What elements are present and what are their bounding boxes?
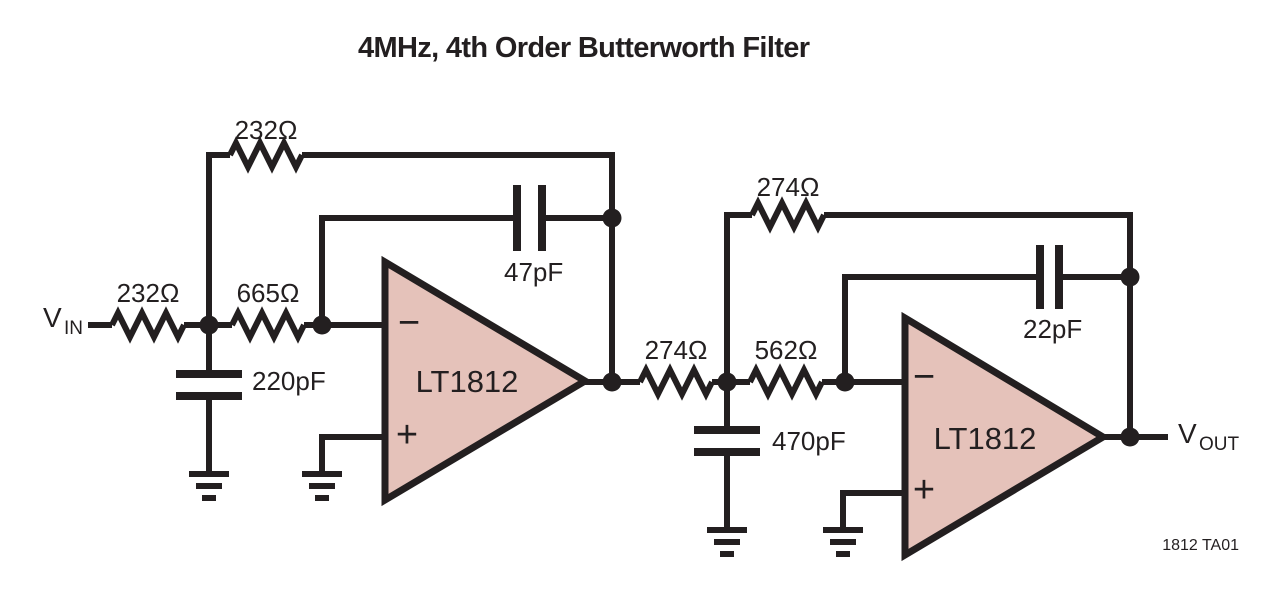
- resistor-input-stage2: 274Ω: [637, 335, 715, 401]
- wire-cap1-feedback-left: [319, 215, 513, 325]
- capacitor-feedback-stage1: 47pF: [504, 185, 563, 287]
- resistor-symbol: [747, 363, 825, 401]
- ground-bar: [830, 539, 856, 545]
- opamp-part-label: LT1812: [934, 421, 1037, 456]
- junction-dot: [1120, 267, 1140, 287]
- wire-opamp1-plus-ground: [319, 434, 385, 471]
- vout-symbol: V: [1178, 418, 1197, 449]
- junction-dot: [602, 372, 622, 392]
- ground-bar: [196, 483, 222, 489]
- inverting-input-label: −: [398, 302, 420, 344]
- vin-subscript: IN: [64, 318, 83, 339]
- resistor-feedback-stage2: 274Ω: [749, 172, 827, 234]
- capacitor-plate: [176, 370, 242, 378]
- capacitor-plate: [1055, 245, 1063, 309]
- capacitor-plate: [538, 185, 546, 251]
- corner-note: 1812 TA01: [1162, 537, 1239, 554]
- opamp-triangle: [901, 311, 1110, 562]
- wire-cap2-feedback-left: [842, 274, 1036, 382]
- wire-opamp2-plus-ground: [840, 490, 905, 527]
- junction-dots: [199, 208, 1140, 447]
- capacitor-shunt-stage2: 470pF: [694, 426, 846, 456]
- inverting-input-label: −: [913, 356, 935, 398]
- ground-bar: [714, 539, 740, 545]
- wires: [88, 152, 1168, 527]
- resistor-symbol: [229, 306, 307, 344]
- resistor-symbol: [637, 363, 715, 401]
- opamp-part-label: LT1812: [416, 364, 519, 399]
- ground-symbol-opamp1: [302, 471, 342, 501]
- capacitor-label: 470pF: [772, 426, 846, 456]
- resistor-feedback-stage1: 232Ω: [227, 115, 305, 174]
- junction-dot: [312, 315, 332, 335]
- ground-bar: [302, 471, 342, 477]
- ground-bar: [202, 495, 216, 501]
- capacitor-label: 220pF: [252, 366, 326, 396]
- capacitor-plate: [694, 448, 760, 456]
- noninverting-input-label: +: [396, 414, 418, 456]
- junction-dot: [602, 208, 622, 228]
- resistor-symbol: [109, 306, 187, 344]
- capacitor-plate: [1036, 245, 1044, 309]
- ground-bar: [836, 551, 850, 557]
- capacitor-label: 47pF: [504, 257, 563, 287]
- junction-dot: [1120, 427, 1140, 447]
- capacitor-label: 22pF: [1023, 314, 1082, 344]
- resistor-series-stage1: 665Ω: [229, 278, 307, 344]
- vout-label: V OUT: [1178, 418, 1240, 455]
- ground-bar: [315, 495, 329, 501]
- capacitor-shunt-stage1: 220pF: [176, 366, 326, 400]
- ground-symbol-opamp2: [823, 527, 863, 557]
- resistor-series-stage2: 562Ω: [747, 335, 825, 401]
- resistor-symbol: [749, 196, 827, 234]
- resistor-label: 274Ω: [757, 172, 820, 202]
- resistor-label: 232Ω: [235, 115, 298, 145]
- ground-symbol-cap2: [707, 527, 747, 557]
- junction-dot: [835, 372, 855, 392]
- wire-feedback1-left: [206, 152, 230, 325]
- opamp-2: − + LT1812: [901, 311, 1110, 562]
- opamp-1: − + LT1812: [381, 255, 592, 507]
- junction-dot: [717, 372, 737, 392]
- ground-bar: [720, 551, 734, 557]
- wire-feedback2-right: [824, 212, 1133, 437]
- vout-subscript: OUT: [1199, 434, 1240, 455]
- wire-feedback2-left: [724, 212, 752, 382]
- capacitor-plate: [694, 426, 760, 434]
- resistor-label: 274Ω: [645, 335, 708, 365]
- junction-dot: [199, 315, 219, 335]
- resistor-input-stage1: 232Ω: [109, 278, 187, 344]
- noninverting-input-label: +: [913, 469, 935, 511]
- vin-symbol: V: [43, 302, 62, 333]
- ground-bar: [823, 527, 863, 533]
- resistor-label: 562Ω: [755, 335, 818, 365]
- opamp-triangle: [381, 255, 592, 507]
- capacitor-feedback-stage2: 22pF: [1023, 245, 1082, 344]
- capacitor-plate: [513, 185, 521, 251]
- vin-label: V IN: [43, 302, 83, 339]
- ground-symbol-cap1: [189, 471, 229, 501]
- ground-bar: [309, 483, 335, 489]
- resistor-symbol: [227, 136, 305, 174]
- capacitor-plate: [176, 392, 242, 400]
- ground-bar: [189, 471, 229, 477]
- resistor-label: 665Ω: [237, 278, 300, 308]
- resistor-label: 232Ω: [117, 278, 180, 308]
- schematic-title: 4MHz, 4th Order Butterworth Filter: [358, 32, 810, 64]
- ground-bar: [707, 527, 747, 533]
- wire-feedback1-right: [302, 152, 615, 382]
